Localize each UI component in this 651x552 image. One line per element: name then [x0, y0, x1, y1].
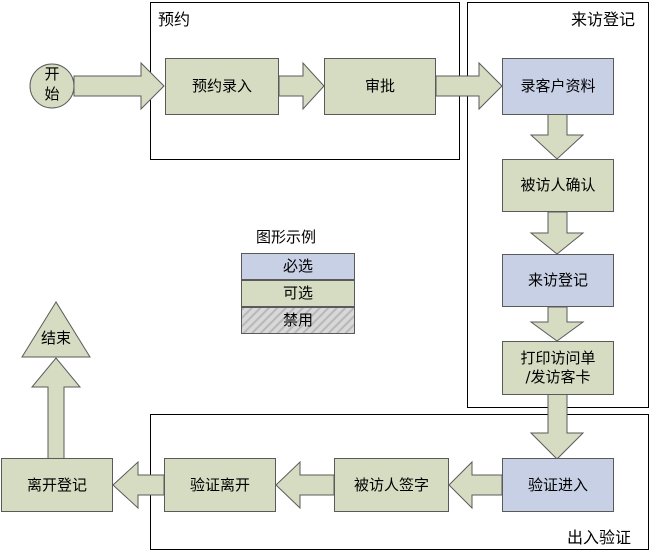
legend-title: 图形示例 — [256, 228, 317, 246]
node-reservation-entry[interactable]: 预约录入 — [165, 58, 279, 115]
start-label-top: 开 — [44, 65, 60, 83]
node-verify-entry[interactable]: 验证进入 — [502, 458, 614, 512]
arrow-approval-to-record — [435, 61, 503, 111]
arrow-start-to-entry — [73, 61, 165, 111]
arrow-entry-to-sign — [448, 460, 503, 510]
node-host-sign[interactable]: 被访人签字 — [334, 458, 449, 512]
arrow-exit-to-register — [112, 460, 165, 510]
arrow-confirm-to-register — [529, 211, 585, 255]
arrow-record-to-confirm — [529, 113, 585, 160]
node-print-slip[interactable]: 打印访问单 /发访客卡 — [502, 341, 614, 395]
end-node — [21, 301, 91, 358]
node-verify-exit[interactable]: 验证离开 — [164, 458, 276, 512]
arrow-print-to-entry — [529, 393, 585, 460]
start-node — [29, 63, 75, 109]
arrow-register-to-end — [30, 357, 82, 460]
end-label: 结束 — [40, 329, 71, 347]
start-label-bottom: 始 — [44, 85, 60, 103]
node-approval[interactable]: 审批 — [324, 58, 436, 115]
print-slip-line2: /发访客卡 — [525, 368, 591, 386]
node-record-visitor-info[interactable]: 录客户资料 — [502, 58, 614, 115]
node-visit-register[interactable]: 来访登记 — [502, 254, 614, 307]
legend-required: 必选 — [241, 253, 355, 280]
group-visit-registration-label: 来访登记 — [571, 10, 636, 29]
legend-disabled: 禁用 — [241, 307, 355, 334]
legend-optional: 可选 — [241, 280, 355, 307]
node-exit-register[interactable]: 离开登记 — [1, 458, 113, 512]
node-host-confirm[interactable]: 被访人确认 — [502, 159, 614, 212]
group-entry-exit-label: 出入验证 — [567, 528, 632, 547]
arrow-register-to-print — [529, 306, 585, 342]
arrow-entry-to-approval — [278, 61, 325, 111]
group-reservation-label: 预约 — [158, 10, 191, 29]
print-slip-line1: 打印访问单 — [520, 349, 596, 368]
arrow-sign-to-exit — [275, 460, 335, 510]
